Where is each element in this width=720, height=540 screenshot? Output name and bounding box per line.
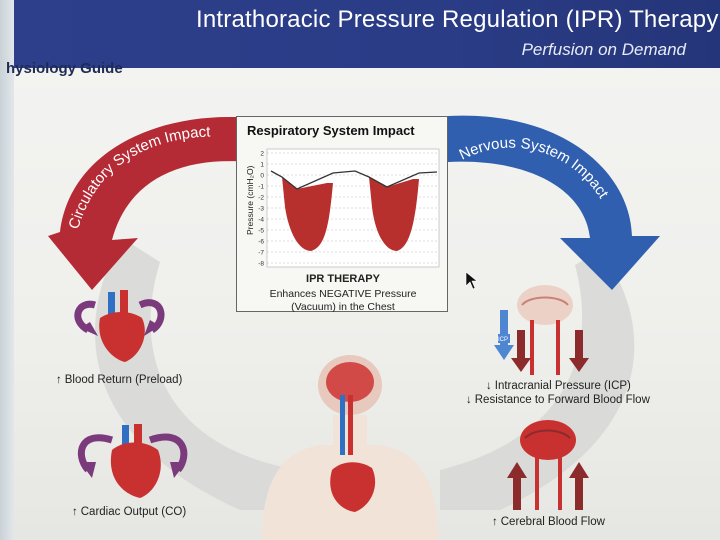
icp-caption: Intracranial Pressure (ICP) bbox=[486, 380, 631, 392]
chart-tick-label: -7 bbox=[258, 250, 264, 257]
resistance-caption: Resistance to Forward Blood Flow bbox=[466, 394, 650, 406]
chart-tick-label: -1 bbox=[258, 184, 264, 191]
ipr-therapy-line-1: Enhances NEGATIVE Pressure bbox=[237, 288, 449, 300]
mouse-cursor-icon bbox=[466, 272, 477, 289]
chart-tick-label: 1 bbox=[260, 162, 264, 169]
ipr-therapy-title: IPR THERAPY bbox=[237, 273, 449, 285]
chart-tick-label: -2 bbox=[258, 195, 264, 202]
cardiac-output-caption: Cardiac Output (CO) bbox=[72, 506, 186, 518]
chart-tick-label: 0 bbox=[260, 173, 264, 180]
chart-tick-label: -3 bbox=[258, 206, 264, 213]
cerebral-blood-flow-caption: Cerebral Blood Flow bbox=[492, 516, 605, 528]
icp-tag: ICP bbox=[498, 337, 508, 343]
chart-tick-label: -6 bbox=[258, 239, 264, 246]
chart-tick-label: 2 bbox=[260, 151, 264, 158]
brain-icon bbox=[494, 285, 589, 375]
human-torso-icon bbox=[262, 355, 438, 540]
chart-y-axis-label: Pressure (cmH₂O) bbox=[245, 165, 255, 235]
chart-tick-label: -8 bbox=[258, 261, 264, 268]
ipr-therapy-line-2: (Vacuum) in the Chest bbox=[237, 301, 449, 313]
chart-ticks: 2 1 0 -1 -2 -3 -4 -5 -6 -7 -8 bbox=[258, 151, 264, 268]
chart-tick-label: -5 bbox=[258, 228, 264, 235]
blood-return-caption: Blood Return (Preload) bbox=[56, 374, 182, 386]
chart-tick-label: -4 bbox=[258, 217, 264, 224]
